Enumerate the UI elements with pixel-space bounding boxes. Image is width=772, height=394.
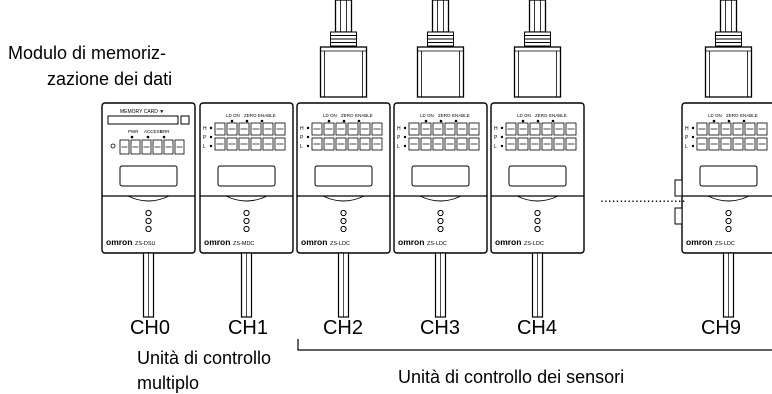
indicator-label-zero: ZERO bbox=[535, 113, 548, 118]
model-label: ZS-DSU bbox=[135, 241, 156, 247]
brand-logo: omron bbox=[495, 237, 521, 247]
ellipsis-separator: ...................... bbox=[600, 189, 686, 205]
indicator-label-zero: ZERO bbox=[726, 113, 739, 118]
row-label: P bbox=[685, 135, 689, 141]
memory-card-label: MEMORY CARD ▼ bbox=[120, 109, 164, 115]
model-label: ZS-LDC bbox=[330, 241, 350, 247]
row-label: P bbox=[397, 135, 401, 141]
status-label: PWR bbox=[128, 129, 139, 134]
model-label: ZS-LDC bbox=[715, 241, 735, 247]
side-connector-bottom bbox=[674, 207, 683, 225]
sensor-group-bracket bbox=[297, 339, 772, 351]
name-plate bbox=[699, 165, 758, 187]
row-label: L bbox=[685, 144, 688, 150]
channel-label-ch4: CH4 bbox=[516, 317, 557, 339]
row-label: H bbox=[397, 126, 401, 132]
row-label: L bbox=[494, 144, 497, 150]
channel-label-ch1: CH1 bbox=[227, 317, 268, 339]
name-plate bbox=[411, 165, 470, 187]
indicator-label-zero: ZERO bbox=[341, 113, 354, 118]
channel-label-ch9: CH9 bbox=[700, 317, 741, 339]
model-label: ZS-LDC bbox=[427, 241, 447, 247]
connector-ch9 bbox=[704, 0, 753, 98]
row-label: H bbox=[300, 126, 304, 132]
name-plate bbox=[314, 165, 373, 187]
name-plate bbox=[508, 165, 567, 187]
indicator-label-zero: ZERO bbox=[244, 113, 257, 118]
model-label: ZS-LDC bbox=[524, 241, 544, 247]
channel-label-ch3: CH3 bbox=[419, 317, 460, 339]
model-label: ZS-MDC bbox=[233, 241, 254, 247]
indicator-label-ld-on: LD ON bbox=[226, 113, 240, 118]
status-label: ERR bbox=[160, 129, 170, 134]
storage-module-label-line2: zazione dei dati bbox=[47, 69, 173, 89]
indicator-label-enable: ENABLE bbox=[740, 113, 758, 118]
row-label: H bbox=[685, 126, 689, 132]
indicator-label-enable: ENABLE bbox=[355, 113, 373, 118]
brand-logo: omron bbox=[106, 237, 132, 247]
row-label: L bbox=[397, 144, 400, 150]
indicator-label-ld-on: LD ON bbox=[517, 113, 531, 118]
brand-logo: omron bbox=[301, 237, 327, 247]
row-label: L bbox=[300, 144, 303, 150]
indicator-label-enable: ENABLE bbox=[549, 113, 567, 118]
sensor-controllers-label: Unità di controllo dei sensori bbox=[398, 367, 625, 387]
name-plate bbox=[119, 165, 178, 187]
name-plate bbox=[217, 165, 276, 187]
eject-button bbox=[180, 115, 190, 125]
connector-ch4 bbox=[513, 0, 562, 98]
card-slot bbox=[107, 115, 179, 125]
storage-module-label-line1: Modulo di memoriz- bbox=[8, 43, 167, 63]
indicator-label-enable: ENABLE bbox=[452, 113, 470, 118]
row-label: L bbox=[203, 144, 206, 150]
indicator-label-zero: ZERO bbox=[438, 113, 451, 118]
brand-logo: omron bbox=[686, 237, 712, 247]
row-label: H bbox=[203, 126, 207, 132]
indicator-label-ld-on: LD ON bbox=[323, 113, 337, 118]
connector-ch2 bbox=[319, 0, 368, 98]
row-label: P bbox=[203, 135, 207, 141]
indicator-label-ld-on: LD ON bbox=[420, 113, 434, 118]
brand-logo: omron bbox=[204, 237, 230, 247]
brand-logo: omron bbox=[398, 237, 424, 247]
channel-label-ch2: CH2 bbox=[322, 317, 363, 339]
status-label: ACCESS bbox=[144, 129, 163, 134]
row-label: P bbox=[300, 135, 304, 141]
indicator-label-enable: ENABLE bbox=[258, 113, 276, 118]
row-label: H bbox=[494, 126, 498, 132]
multi-controller-label-line1: Unità di controllo bbox=[137, 348, 272, 368]
row-label: P bbox=[494, 135, 498, 141]
multi-controller-label-line2: multiplo bbox=[137, 373, 200, 393]
connector-ch3 bbox=[416, 0, 465, 98]
side-connector-top bbox=[674, 179, 683, 197]
channel-label-ch0: CH0 bbox=[129, 317, 170, 339]
indicator-label-ld-on: LD ON bbox=[708, 113, 722, 118]
